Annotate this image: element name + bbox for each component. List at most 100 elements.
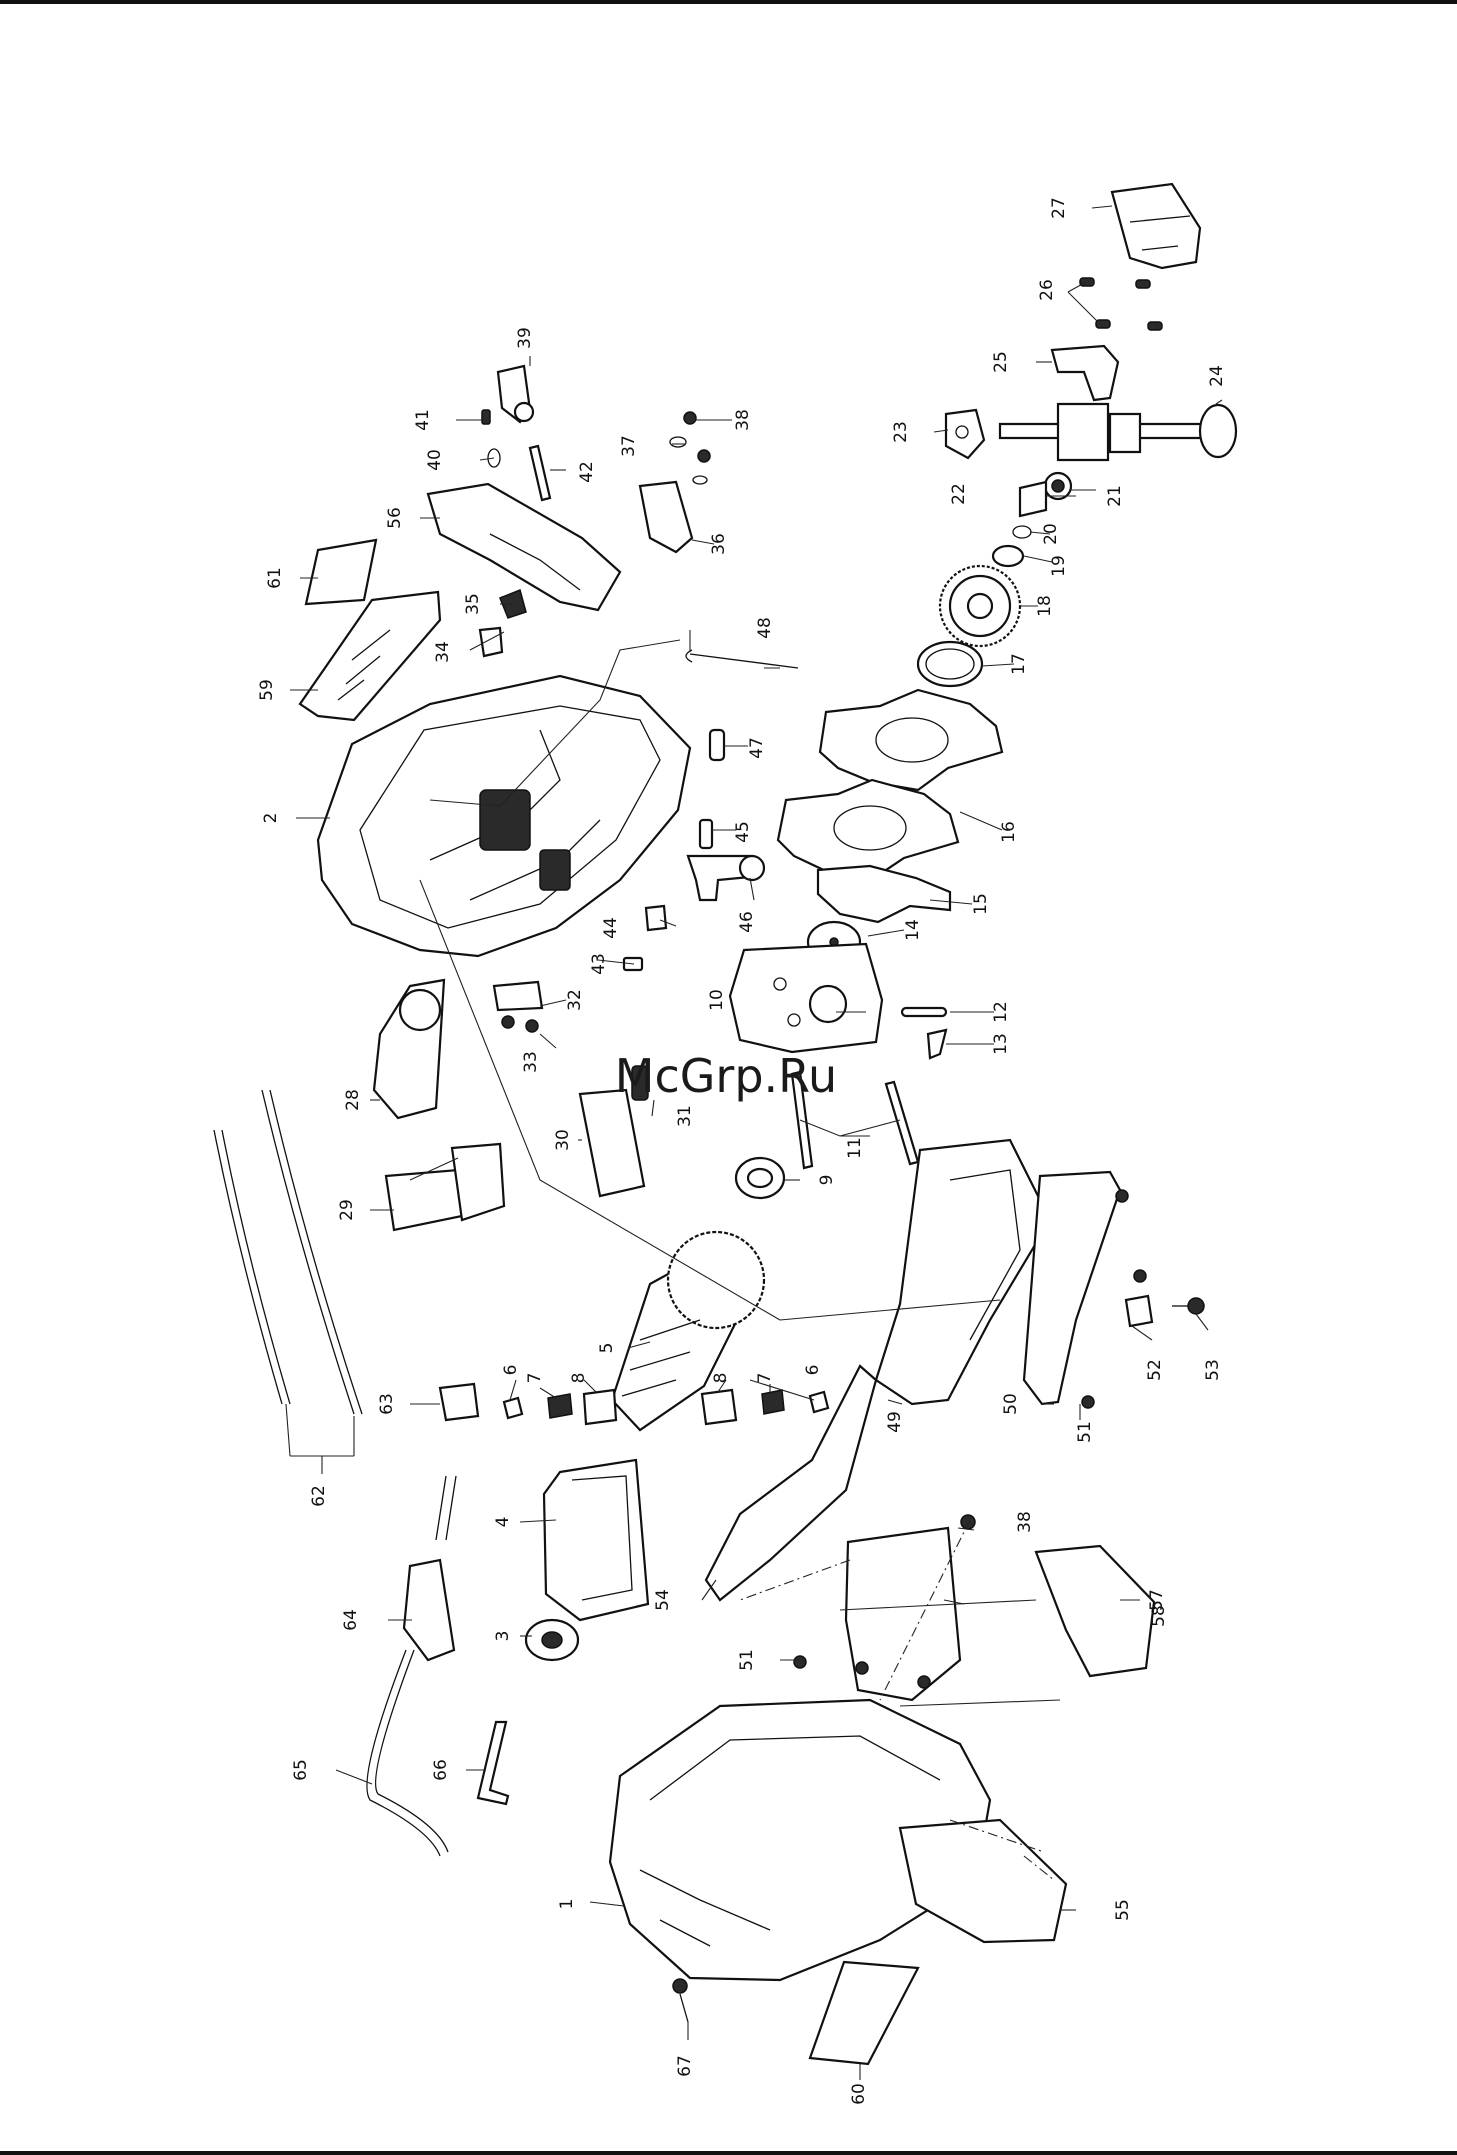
- part-12: [902, 1008, 946, 1016]
- part-label: 51: [737, 1649, 757, 1671]
- part-label: 65: [291, 1759, 311, 1781]
- part-label: 13: [991, 1033, 1011, 1055]
- part-6b: [810, 1392, 828, 1412]
- part-19: [993, 546, 1023, 566]
- part-label: 6: [803, 1365, 823, 1376]
- part-label: 32: [565, 989, 585, 1011]
- part-label: 46: [737, 911, 757, 933]
- part-21: [1020, 482, 1046, 516]
- part-16a: [820, 690, 1002, 790]
- part-label: 40: [425, 449, 445, 471]
- part-42: [530, 446, 550, 500]
- part-label: 45: [733, 821, 753, 843]
- part-55: [900, 1820, 1066, 1942]
- part-8a: [584, 1390, 616, 1424]
- part-label: 51: [1075, 1421, 1095, 1443]
- part-label: 43: [589, 953, 609, 975]
- part-label: 23: [891, 421, 911, 443]
- part-label: 34: [433, 641, 453, 663]
- part-15: [818, 866, 950, 922]
- part-6a: [504, 1398, 522, 1418]
- part-label: 36: [709, 533, 729, 555]
- part-label: 33: [521, 1051, 541, 1073]
- watermark-text: McGrp.Ru: [615, 1049, 837, 1103]
- part-label: 56: [385, 507, 405, 529]
- part-label: 3: [493, 1631, 513, 1642]
- part-67: [673, 1979, 687, 1993]
- part-63: [440, 1384, 478, 1420]
- part-label: 61: [265, 567, 285, 589]
- part-label: 37: [619, 435, 639, 457]
- part-label: 60: [849, 2083, 869, 2105]
- part-44: [646, 906, 666, 930]
- part-66: [478, 1722, 508, 1804]
- part-label: 7: [525, 1373, 545, 1384]
- part-label: 19: [1049, 555, 1069, 577]
- part-label: 55: [1113, 1899, 1133, 1921]
- part-62a: [214, 1130, 282, 1404]
- part-label: 35: [463, 593, 483, 615]
- part-label: 5: [597, 1343, 617, 1354]
- part-10: [730, 944, 882, 1052]
- part-label: 54: [653, 1589, 673, 1611]
- part-label: 41: [413, 409, 433, 431]
- part-36: [640, 482, 692, 552]
- part-label: 53: [1203, 1359, 1223, 1381]
- part-label: 4: [493, 1517, 513, 1528]
- part-label: 38: [1015, 1511, 1035, 1533]
- part-61: [306, 540, 376, 604]
- part-49: [876, 1140, 1050, 1404]
- part-label: 7: [755, 1373, 775, 1384]
- part-50: [1024, 1172, 1120, 1404]
- part-label: 18: [1035, 595, 1055, 617]
- part-label: 42: [577, 461, 597, 483]
- part-label: 22: [949, 483, 969, 505]
- part-30: [580, 1090, 644, 1196]
- part-label: 63: [377, 1393, 397, 1415]
- part-8b: [702, 1390, 736, 1424]
- part-53: [1188, 1298, 1204, 1314]
- part-label: 11: [845, 1137, 865, 1159]
- part-60: [810, 1962, 918, 2064]
- part-label: 67: [675, 2055, 695, 2077]
- part-label: 24: [1207, 365, 1227, 387]
- part-29: [386, 1170, 462, 1230]
- part-34: [480, 628, 502, 656]
- part-label: 6: [501, 1365, 521, 1376]
- part-label: 10: [707, 989, 727, 1011]
- part-label: 9: [817, 1175, 837, 1186]
- part-48: [686, 650, 798, 668]
- part-25: [1052, 346, 1118, 400]
- part-label: 44: [601, 917, 621, 939]
- part-label: 66: [431, 1759, 451, 1781]
- part-label: 16: [999, 821, 1019, 843]
- part-26-springs: [1080, 278, 1162, 330]
- part-37: [670, 437, 686, 447]
- part-label: 20: [1041, 523, 1061, 545]
- part-label: 48: [755, 617, 775, 639]
- part-label: 25: [991, 351, 1011, 373]
- part-label: 17: [1009, 653, 1029, 675]
- part-label: 50: [1001, 1393, 1021, 1415]
- part-32: [494, 982, 542, 1010]
- part-label: 49: [885, 1411, 905, 1433]
- part-64: [404, 1560, 454, 1660]
- part-7a: [548, 1394, 572, 1418]
- part-label: 8: [711, 1373, 731, 1384]
- part-label: 1: [557, 1899, 577, 1910]
- part-label: 27: [1049, 197, 1069, 219]
- part-23: [946, 410, 984, 458]
- part-label: 47: [747, 737, 767, 759]
- part-56: [428, 484, 620, 610]
- part-label: 31: [675, 1105, 695, 1127]
- part-label: 30: [553, 1129, 573, 1151]
- part-45: [700, 820, 712, 848]
- part-label: 52: [1145, 1359, 1165, 1381]
- part-62b: [262, 1090, 354, 1414]
- part-58: [1036, 1546, 1154, 1676]
- part-label: 28: [343, 1089, 363, 1111]
- part-label: 26: [1037, 279, 1057, 301]
- part-label: 64: [341, 1609, 361, 1631]
